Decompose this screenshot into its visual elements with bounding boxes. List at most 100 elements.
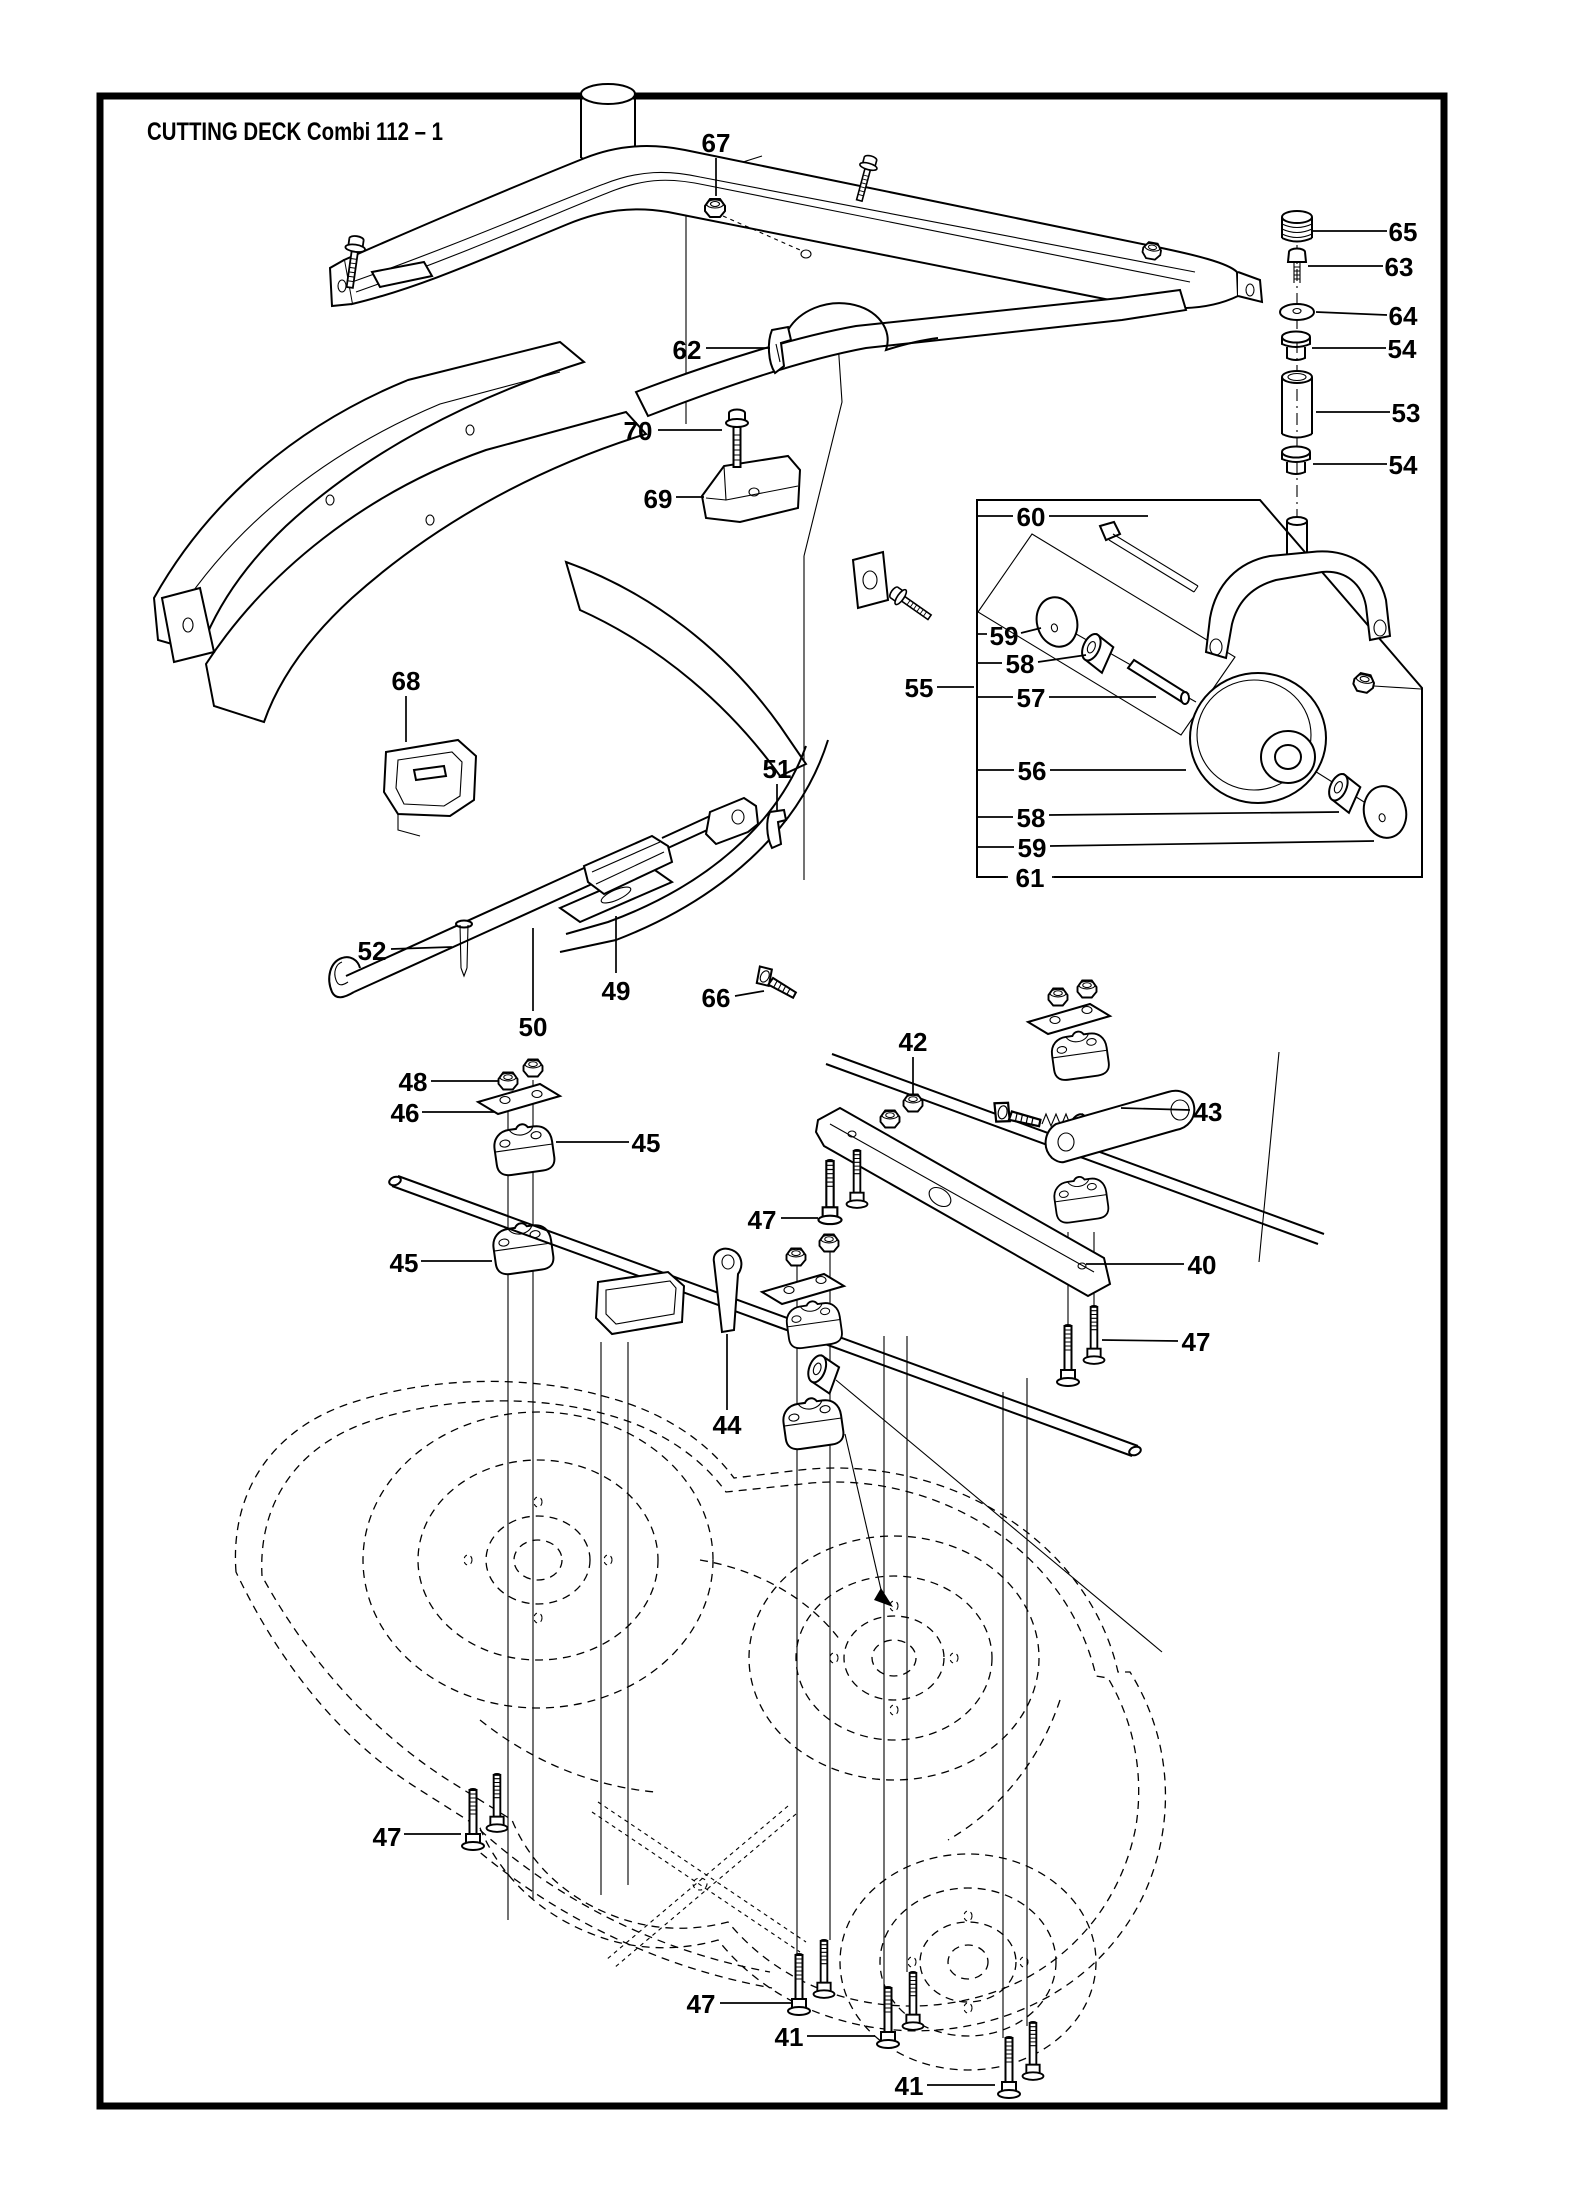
- callout-62: 62: [673, 335, 770, 365]
- part-number-label: 63: [1385, 252, 1414, 282]
- part-number-label: 59: [990, 621, 1019, 651]
- washer-64: [1279, 303, 1315, 321]
- discharge-chute-68: [382, 738, 478, 837]
- pedal-plate: [594, 1270, 686, 1336]
- part-number-label: 70: [624, 416, 653, 446]
- bolt-47-mid-a: [817, 1158, 843, 1226]
- plate-40: [814, 1106, 1112, 1298]
- callout-55: 55: [905, 673, 974, 703]
- callout-47: 47: [687, 1989, 791, 2019]
- part-number-label: 42: [899, 1027, 928, 1057]
- part-number-label: 40: [1188, 1250, 1217, 1280]
- nut-48: [497, 1071, 519, 1091]
- callout-69: 69: [644, 484, 704, 514]
- callout-57: 57: [978, 683, 1156, 713]
- callout-40: 40: [1086, 1250, 1216, 1280]
- attachment-arrow: [844, 1433, 893, 1607]
- part-number-label: 56: [1018, 756, 1047, 786]
- bolt-60: [1098, 520, 1199, 593]
- cap-65: [1281, 210, 1313, 243]
- part-number-label: 52: [358, 936, 387, 966]
- nut-48b: [522, 1058, 544, 1078]
- part-number-label: 48: [399, 1067, 428, 1097]
- bolt-47-right-b: [1082, 1304, 1106, 1365]
- bolt-70: [725, 408, 749, 468]
- callout-64: 64: [1315, 301, 1418, 331]
- left-frame-assembly: [152, 340, 829, 953]
- part-number-label: 45: [632, 1128, 661, 1158]
- callout-42: 42: [899, 1027, 928, 1094]
- callout-43: 43: [1120, 1097, 1223, 1127]
- clip-51: [766, 808, 788, 850]
- spindle-left: [362, 1411, 714, 1709]
- mounting-bolts: [461, 1772, 1045, 2099]
- callout-63: 63: [1308, 252, 1413, 282]
- part-number-label: 69: [644, 484, 673, 514]
- part-number-label: 47: [1182, 1327, 1211, 1357]
- nut-42b: [902, 1093, 924, 1113]
- part-number-label: 66: [702, 983, 731, 1013]
- part-number-label: 65: [1389, 217, 1418, 247]
- callout-58: 58: [978, 649, 1087, 679]
- part-number-label: 46: [391, 1098, 420, 1128]
- callout-41: 41: [895, 2071, 995, 2101]
- nut-61: [1351, 671, 1377, 695]
- eye-bracket: [712, 1247, 743, 1334]
- rod-sleeve: [802, 1351, 842, 1395]
- caster-assembly-box: [851, 499, 1423, 878]
- nut-67: [704, 198, 726, 218]
- callout-51: 51: [763, 754, 792, 810]
- callout-56: 56: [978, 756, 1186, 786]
- page-title: CUTTING DECK Combi 112 – 1: [147, 118, 443, 146]
- part-number-label: 43: [1194, 1097, 1223, 1127]
- part-number-label: 58: [1006, 649, 1035, 679]
- part-number-label: 45: [390, 1248, 419, 1278]
- caster-fork: [1204, 516, 1392, 660]
- wheel-56: [1189, 672, 1327, 804]
- callout-47: 47: [1101, 1327, 1211, 1357]
- callout-60: 60: [978, 502, 1148, 532]
- page-border: [96, 92, 1448, 2110]
- part-number-label: 47: [373, 1822, 402, 1852]
- lever-43: [1044, 1089, 1196, 1164]
- callout-70: 70: [624, 416, 722, 446]
- caster-post-parts: [1279, 210, 1315, 518]
- callout-46: 46: [391, 1098, 495, 1128]
- callout-48: 48: [399, 1067, 499, 1097]
- part-number-label: 51: [763, 754, 792, 784]
- part-number-label: 61: [1016, 863, 1045, 893]
- part-number-label: 50: [519, 1012, 548, 1042]
- callout-58: 58: [978, 803, 1340, 833]
- callout-68: 68: [392, 666, 420, 742]
- suspension-right: [814, 979, 1325, 1387]
- washer-59-upper: [1035, 596, 1079, 648]
- part-number-label: 54: [1389, 450, 1418, 480]
- washer-59-lower: [1362, 785, 1408, 839]
- pin-52: [455, 919, 473, 978]
- sleeve-53: [1281, 370, 1313, 439]
- clamp-45-upper: [490, 1119, 557, 1178]
- part-number-label: 47: [687, 1989, 716, 2019]
- callout-53: 53: [1316, 398, 1420, 428]
- part-number-label: 41: [895, 2071, 924, 2101]
- part-number-label: 67: [702, 128, 731, 158]
- callout-45: 45: [390, 1248, 492, 1278]
- callout-65: 65: [1313, 217, 1417, 247]
- part-number-label: 64: [1389, 301, 1418, 331]
- plate-46: [475, 1082, 563, 1116]
- roller-58-lower: [1322, 770, 1364, 814]
- bushing-54-upper: [1281, 330, 1311, 361]
- deck-shell: [234, 1380, 1167, 2071]
- pin-57: [1126, 658, 1190, 705]
- callout-52: 52: [358, 936, 453, 966]
- spindle-right: [748, 1535, 1040, 1781]
- callout-47: 47: [373, 1822, 461, 1852]
- blade-cross: [591, 1801, 807, 1969]
- spindle-bottom: [839, 1853, 1097, 2071]
- bolt-spring: [989, 1098, 1044, 1132]
- callout-44: 44: [713, 1334, 742, 1440]
- callout-54: 54: [1312, 334, 1417, 364]
- axle-rod-44: [388, 1175, 1142, 1457]
